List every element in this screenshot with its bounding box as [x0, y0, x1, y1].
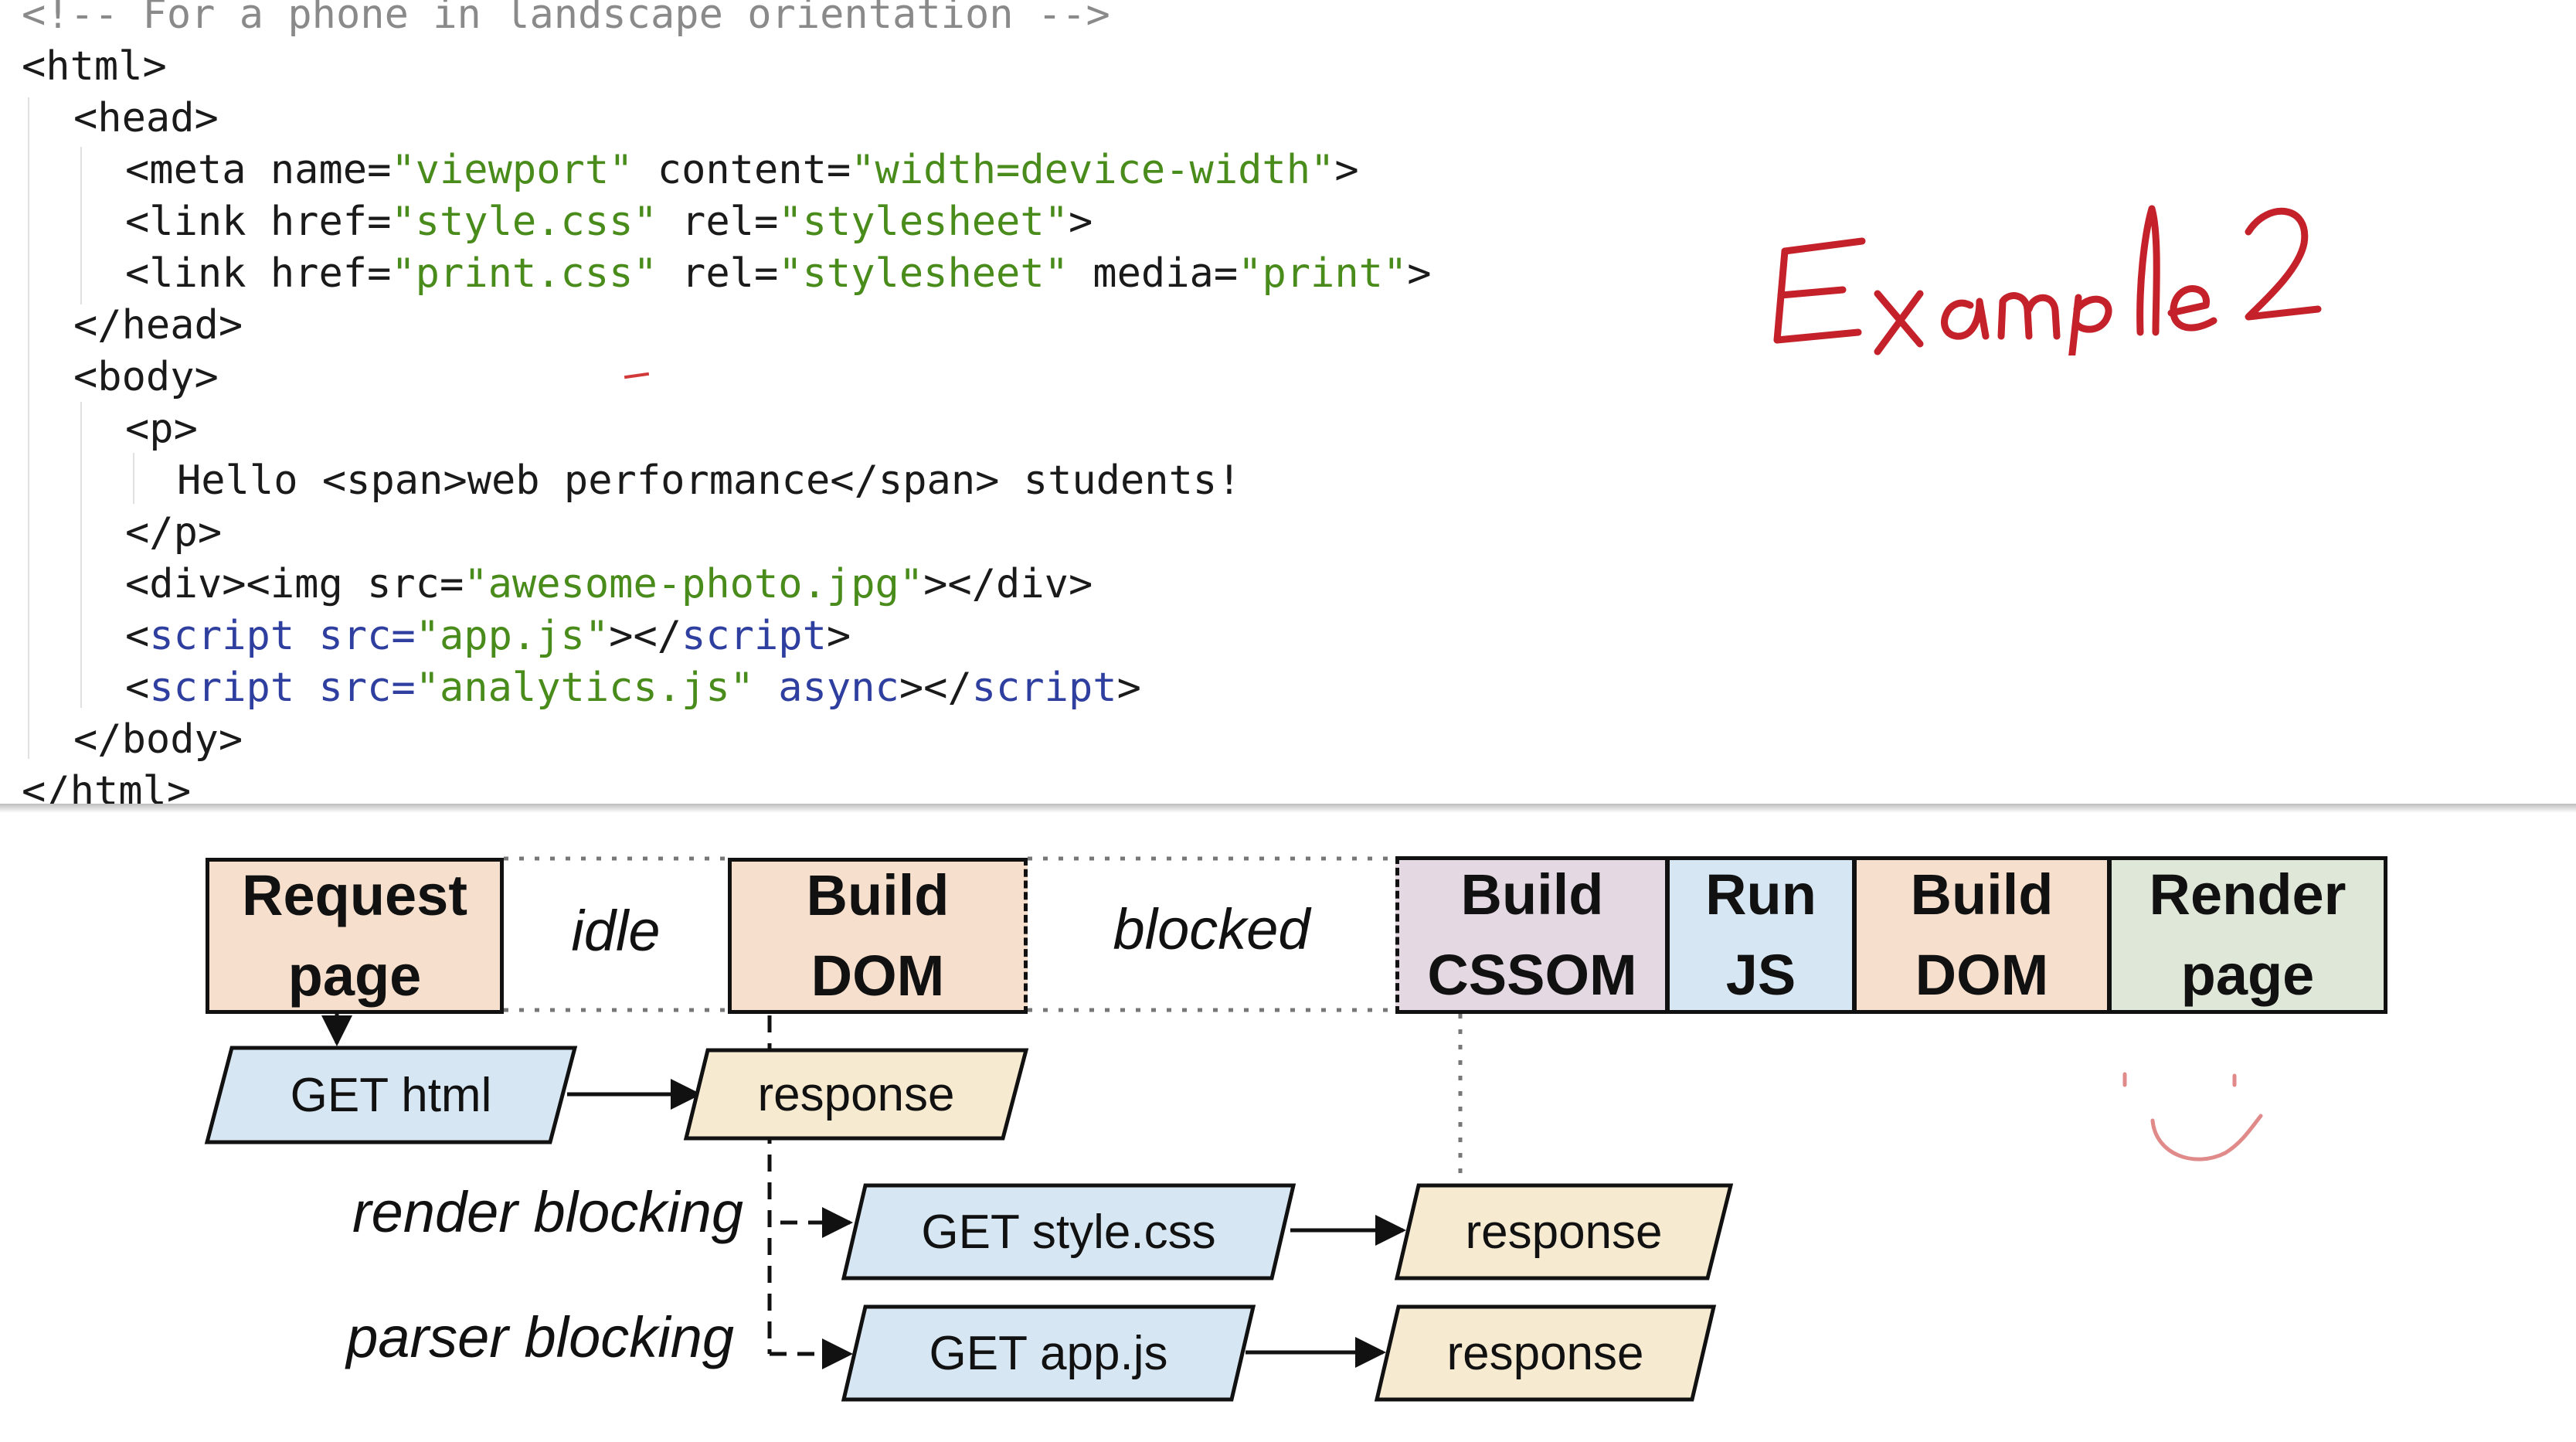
code-line: <div><img src="awesome-photo.jpg"></div>: [125, 559, 1093, 610]
code-line: </html>: [22, 766, 191, 804]
code-line: <link href="style.css" rel="stylesheet">: [125, 196, 1093, 247]
code-line: <p>: [125, 403, 198, 454]
stage-render-page: Render page: [2108, 856, 2387, 1014]
code-token: <link href=: [125, 199, 392, 245]
stage-blocked: blocked: [1113, 897, 1310, 961]
indent-guide: [80, 147, 82, 304]
request-get-app-label: GET app.js: [929, 1326, 1168, 1380]
handwritten-example-2: [1773, 205, 2322, 371]
code-line: <script src="app.js"></script>: [125, 610, 851, 661]
code-token: <!-- For a phone in landscape orientatio…: [22, 0, 1110, 38]
code-token: "stylesheet": [778, 250, 1069, 297]
stray-pen-mark: [624, 372, 650, 379]
code-token: "viewport": [391, 147, 634, 193]
stage-build-cssom: Build CSSOM: [1395, 856, 1669, 1014]
stage-request-page: Request page: [206, 858, 504, 1014]
code-token: "stylesheet": [778, 199, 1069, 245]
indent-guide: [133, 453, 134, 504]
code-token: script: [971, 665, 1117, 711]
code-token: </body>: [73, 716, 243, 763]
response-html: response: [683, 1048, 1029, 1141]
stage-run-js: Run JS: [1666, 856, 1856, 1014]
code-token: <p>: [125, 406, 198, 452]
code-token: >: [1407, 250, 1432, 297]
code-line: <!-- For a phone in landscape orientatio…: [22, 0, 1110, 40]
render-blocking-label: render blocking: [352, 1180, 743, 1244]
code-line: <body>: [73, 352, 219, 403]
code-token: <span>: [321, 457, 467, 504]
response-style: response: [1394, 1183, 1734, 1280]
panel-divider: [0, 804, 2576, 813]
diagram-connectors: [321, 856, 2263, 1369]
code-line: </p>: [125, 507, 222, 558]
code-token: content=: [633, 147, 851, 193]
code-token: "analytics.js": [415, 665, 754, 711]
code-token: "style.css": [391, 199, 658, 245]
handwritten-annotation: [1754, 178, 2326, 371]
code-line: <script src="analytics.js" async></scrip…: [125, 662, 1141, 713]
response-app: response: [1374, 1304, 1717, 1402]
code-token: <: [125, 665, 150, 711]
code-line: </head>: [73, 300, 243, 351]
code-token: >: [1334, 147, 1359, 193]
code-token: >: [1116, 665, 1141, 711]
request-get-html: GET html: [204, 1046, 578, 1144]
stage-build-dom-2: Build DOM: [1853, 856, 2111, 1014]
code-token: >: [826, 613, 851, 659]
code-token: script src=: [149, 613, 416, 659]
code-token: script: [681, 613, 827, 659]
code-token: media=: [1068, 250, 1239, 297]
code-line: <head>: [73, 93, 219, 144]
request-get-style-label: GET style.css: [921, 1205, 1216, 1259]
code-token: "width=device-width": [851, 147, 1335, 193]
code-token: async: [753, 665, 899, 711]
code-token: </p>: [125, 509, 223, 556]
code-token: Hello: [177, 457, 322, 504]
code-token: "print.css": [391, 250, 658, 297]
code-token: script src=: [149, 665, 416, 711]
code-token: ></div>: [923, 561, 1093, 607]
critical-path-diagram: Request page idle Build DOM blocked Buil…: [0, 813, 2576, 1442]
indent-guide: [28, 97, 29, 759]
code-token: >: [1068, 199, 1093, 245]
code-token: <: [125, 613, 150, 659]
code-line: Hello <span>web performance</span> stude…: [177, 455, 1242, 506]
code-panel: <!-- For a phone in landscape orientatio…: [22, 0, 1432, 804]
code-token: ></: [899, 665, 972, 711]
request-get-style: GET style.css: [841, 1183, 1296, 1280]
code-token: </html>: [22, 768, 192, 804]
parser-blocking-label: parser blocking: [346, 1305, 734, 1369]
code-token: "print": [1238, 250, 1408, 297]
code-token: <html>: [22, 43, 167, 90]
stage-build-dom: Build DOM: [728, 858, 1028, 1014]
code-token: <link href=: [125, 250, 392, 297]
code-token: rel=: [657, 199, 779, 245]
code-token: "awesome-photo.jpg": [464, 561, 924, 607]
code-token: </span>: [830, 457, 1000, 504]
code-line: <html>: [22, 41, 167, 92]
code-token: ></: [609, 613, 682, 659]
code-token: <body>: [73, 354, 219, 400]
code-token: rel=: [657, 250, 779, 297]
response-html-label: response: [757, 1067, 955, 1121]
code-token: "app.js": [415, 613, 610, 659]
response-style-label: response: [1465, 1205, 1663, 1259]
smiley-doodle: [2122, 1072, 2263, 1161]
code-token: <head>: [73, 95, 219, 141]
response-app-label: response: [1446, 1326, 1644, 1380]
indent-guide: [80, 402, 82, 708]
code-token: <div><img src=: [125, 561, 464, 607]
code-line: <meta name="viewport" content="width=dev…: [125, 145, 1359, 196]
code-token: web performance: [467, 457, 831, 504]
code-token: </head>: [73, 302, 243, 349]
code-token: <meta name=: [125, 147, 392, 193]
code-token: students!: [999, 457, 1242, 504]
request-get-app: GET app.js: [841, 1304, 1256, 1402]
stage-idle: idle: [571, 899, 661, 963]
code-line: <link href="print.css" rel="stylesheet" …: [125, 248, 1432, 299]
request-get-html-label: GET html: [290, 1068, 492, 1122]
code-line: </body>: [73, 714, 243, 765]
